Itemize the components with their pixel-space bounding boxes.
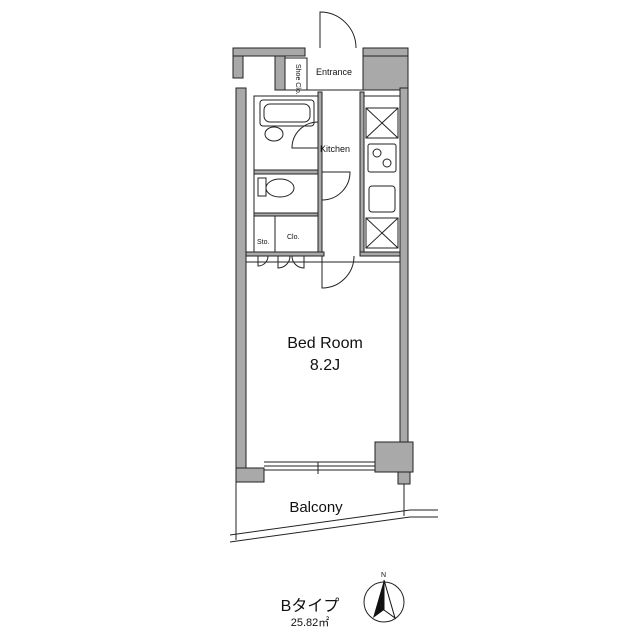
wall-balcony-right-stub — [397, 471, 411, 485]
washbasin — [264, 126, 284, 142]
pillar-bottom-right — [374, 441, 414, 473]
compass: N — [363, 572, 405, 623]
wall-entrance-left — [232, 55, 244, 79]
label-balcony: Balcony — [289, 499, 343, 516]
label-closet: Clo. — [287, 234, 300, 241]
shoe-closet-outline — [284, 57, 308, 91]
wall-bath-divider — [253, 169, 319, 175]
wall-interior-vertical — [317, 91, 323, 257]
wall-top-right — [362, 47, 409, 57]
unit-type: Bタイプ — [280, 598, 340, 615]
fixtures — [257, 99, 399, 249]
unit-area: 25.82㎡ — [290, 617, 330, 629]
walls — [232, 47, 414, 485]
kitchen-box-top — [365, 107, 399, 139]
compass-north-label: N — [381, 572, 386, 579]
compass-arrow-right-icon — [383, 579, 396, 620]
wall-kitchen-right — [359, 91, 365, 257]
doors — [257, 11, 357, 289]
kitchen-box-bottom-x2 — [365, 217, 399, 249]
label-kitchen: Kitchen — [320, 144, 350, 154]
burner-1 — [372, 148, 382, 158]
wall-left — [235, 87, 247, 469]
kitchen-box-top-x2 — [365, 107, 399, 139]
balcony-area — [229, 482, 438, 543]
wall-entrance-column — [274, 55, 286, 91]
label-storage: Sto. — [257, 239, 270, 246]
kitchen-box-bottom — [365, 217, 399, 249]
closet-door-left — [277, 255, 291, 269]
wall-kitchen-bottom — [359, 251, 401, 257]
entrance-door — [319, 11, 357, 49]
bath-door — [291, 121, 319, 149]
label-entrance: Entrance — [316, 67, 352, 77]
toilet-tank — [257, 177, 267, 197]
sink — [368, 185, 396, 213]
balcony-rail-bottom — [229, 516, 411, 543]
bathroom-outline — [253, 95, 319, 171]
wall-balcony-left — [235, 467, 265, 483]
pillar-top-right — [362, 55, 409, 91]
storage-door — [257, 255, 269, 267]
closet-door-right — [291, 255, 305, 269]
outlines — [246, 57, 401, 474]
label-shoe-closet: Shoe Clo. — [294, 64, 301, 95]
toilet-outline — [253, 173, 319, 214]
bedroom-door — [321, 255, 355, 289]
toilet-door — [321, 171, 351, 201]
storage-outline — [253, 215, 276, 253]
balcony-rail-top — [229, 509, 411, 536]
toilet-bowl — [265, 178, 295, 198]
kitchen-counter — [363, 95, 401, 253]
wall-corridor-bottom — [245, 251, 325, 257]
burner-2 — [382, 158, 392, 168]
compass-arrow-icon — [373, 580, 384, 618]
stove — [367, 143, 397, 173]
bathtub-inner — [263, 103, 311, 123]
bathtub — [259, 99, 315, 127]
label-bedroom: Bed Room — [287, 335, 363, 352]
label-bedroom-size: 8.2J — [310, 357, 340, 374]
wall-right — [399, 87, 409, 444]
wall-top-left — [232, 47, 306, 57]
